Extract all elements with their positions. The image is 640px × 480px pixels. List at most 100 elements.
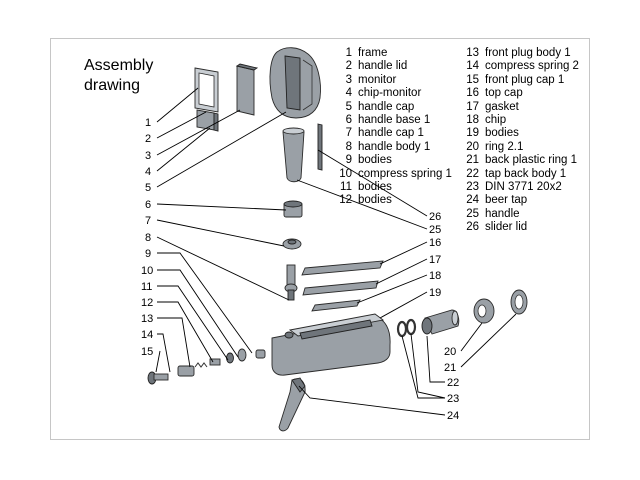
legend-label: monitor xyxy=(358,73,397,86)
legend-number: 24 xyxy=(466,194,479,207)
callout-8: 8 xyxy=(145,232,151,244)
legend-number: 22 xyxy=(466,167,479,180)
legend-number: 8 xyxy=(345,140,352,153)
legend-number: 1 xyxy=(345,47,352,59)
legend-number: 2 xyxy=(345,60,352,73)
legend-label: beer tap xyxy=(485,194,528,207)
callout-19: 19 xyxy=(429,287,441,299)
legend-number: 17 xyxy=(466,100,479,113)
legend-row: 23 DIN 3771 20x2 xyxy=(457,181,579,194)
callout-17: 17 xyxy=(429,254,441,266)
legend-number: 21 xyxy=(466,154,479,167)
callout-13: 13 xyxy=(141,313,153,325)
callout-23: 23 xyxy=(447,393,459,405)
part-back-plastic-ring xyxy=(510,289,528,315)
legend-label: gasket xyxy=(485,100,519,113)
part-o-rings xyxy=(396,318,417,338)
legend-label: chip-monitor xyxy=(358,87,422,100)
legend-label: chip xyxy=(485,114,507,127)
part-handle-cap xyxy=(269,47,321,119)
legend-label: bodies xyxy=(358,194,392,207)
legend-number: 6 xyxy=(345,114,352,127)
legend-number: 16 xyxy=(466,87,479,100)
callout-21: 21 xyxy=(444,362,456,374)
part-top-cap xyxy=(301,260,384,276)
part-tap-body xyxy=(271,313,391,376)
legend-row: 22 tap back body 1 xyxy=(457,168,579,181)
legend-row: 3 monitor xyxy=(335,74,452,87)
callout-11: 11 xyxy=(141,281,152,293)
legend-label: front plug body 1 xyxy=(485,47,571,59)
callout-25: 25 xyxy=(429,224,441,236)
part-handle-base xyxy=(283,200,303,218)
drawing-sheet xyxy=(50,38,590,440)
legend-label: handle xyxy=(485,207,520,220)
legend-number: 19 xyxy=(466,127,479,140)
legend-number: 14 xyxy=(466,60,479,73)
callout-26: 26 xyxy=(429,211,441,223)
part-frame xyxy=(194,67,219,113)
legend-label: ring 2.1 xyxy=(485,140,524,153)
legend-row: 16 top cap xyxy=(457,87,579,100)
callout-9: 9 xyxy=(145,248,151,260)
legend-row: 13 front plug body 1 xyxy=(457,47,579,60)
part-handle-body xyxy=(284,264,298,301)
legend-label: front plug cap 1 xyxy=(485,73,565,86)
legend-row: 4 chip-monitor xyxy=(335,87,452,100)
legend-label: compress spring 2 xyxy=(485,60,579,73)
legend-row: 15 front plug cap 1 xyxy=(457,74,579,87)
legend-number: 5 xyxy=(345,100,352,113)
legend-number: 15 xyxy=(466,73,479,86)
part-ring xyxy=(473,298,495,324)
callout-20: 20 xyxy=(444,346,456,358)
part-handle-cap-1 xyxy=(282,238,302,250)
legend-number: 11 xyxy=(340,181,352,194)
callout-18: 18 xyxy=(429,270,441,282)
part-slider-lid xyxy=(317,123,323,171)
part-tap-back-body xyxy=(421,309,460,335)
legend-number: 3 xyxy=(345,73,352,86)
legend-number: 23 xyxy=(466,181,479,194)
legend-row: 26 slider lid xyxy=(457,221,579,234)
legend-label: back plastic ring 1 xyxy=(485,154,578,167)
legend-label: tap back body 1 xyxy=(485,167,567,180)
legend-row: 19 bodies xyxy=(457,127,579,140)
callout-5: 5 xyxy=(145,182,151,194)
title-line-1: Assembly xyxy=(84,57,154,74)
legend-number: 13 xyxy=(466,47,479,59)
legend-number: 26 xyxy=(466,221,479,234)
part-chip xyxy=(311,299,361,312)
legend-row: 14 compress spring 2 xyxy=(457,60,579,73)
legend-label: handle body 1 xyxy=(358,140,431,153)
legend-number: 9 xyxy=(345,154,352,167)
legend-number: 4 xyxy=(345,87,352,100)
legend-row: 20 ring 2.1 xyxy=(457,141,579,154)
callout-15: 15 xyxy=(141,346,153,358)
callout-24: 24 xyxy=(447,410,459,422)
callout-10: 10 xyxy=(141,265,153,277)
legend-label: bodies xyxy=(485,127,519,140)
callout-4: 4 xyxy=(145,166,151,178)
legend-row: 25 handle xyxy=(457,208,579,221)
callout-7: 7 xyxy=(145,215,151,227)
callout-2: 2 xyxy=(145,133,151,145)
legend-label: handle base 1 xyxy=(358,114,431,127)
callout-6: 6 xyxy=(145,199,151,211)
legend-label: DIN 3771 20x2 xyxy=(485,181,562,194)
legend-row: 21 back plastic ring 1 xyxy=(457,154,579,167)
legend-label: slider lid xyxy=(485,221,528,234)
legend-number: 18 xyxy=(466,114,479,127)
callout-14: 14 xyxy=(141,329,153,341)
legend-label: bodies xyxy=(358,154,392,167)
legend-label: top cap xyxy=(485,87,523,100)
legend-number: 25 xyxy=(466,207,479,220)
part-beer-tap xyxy=(278,377,306,432)
legend-row: 17 gasket xyxy=(457,101,579,114)
legend-number: 20 xyxy=(466,140,479,153)
